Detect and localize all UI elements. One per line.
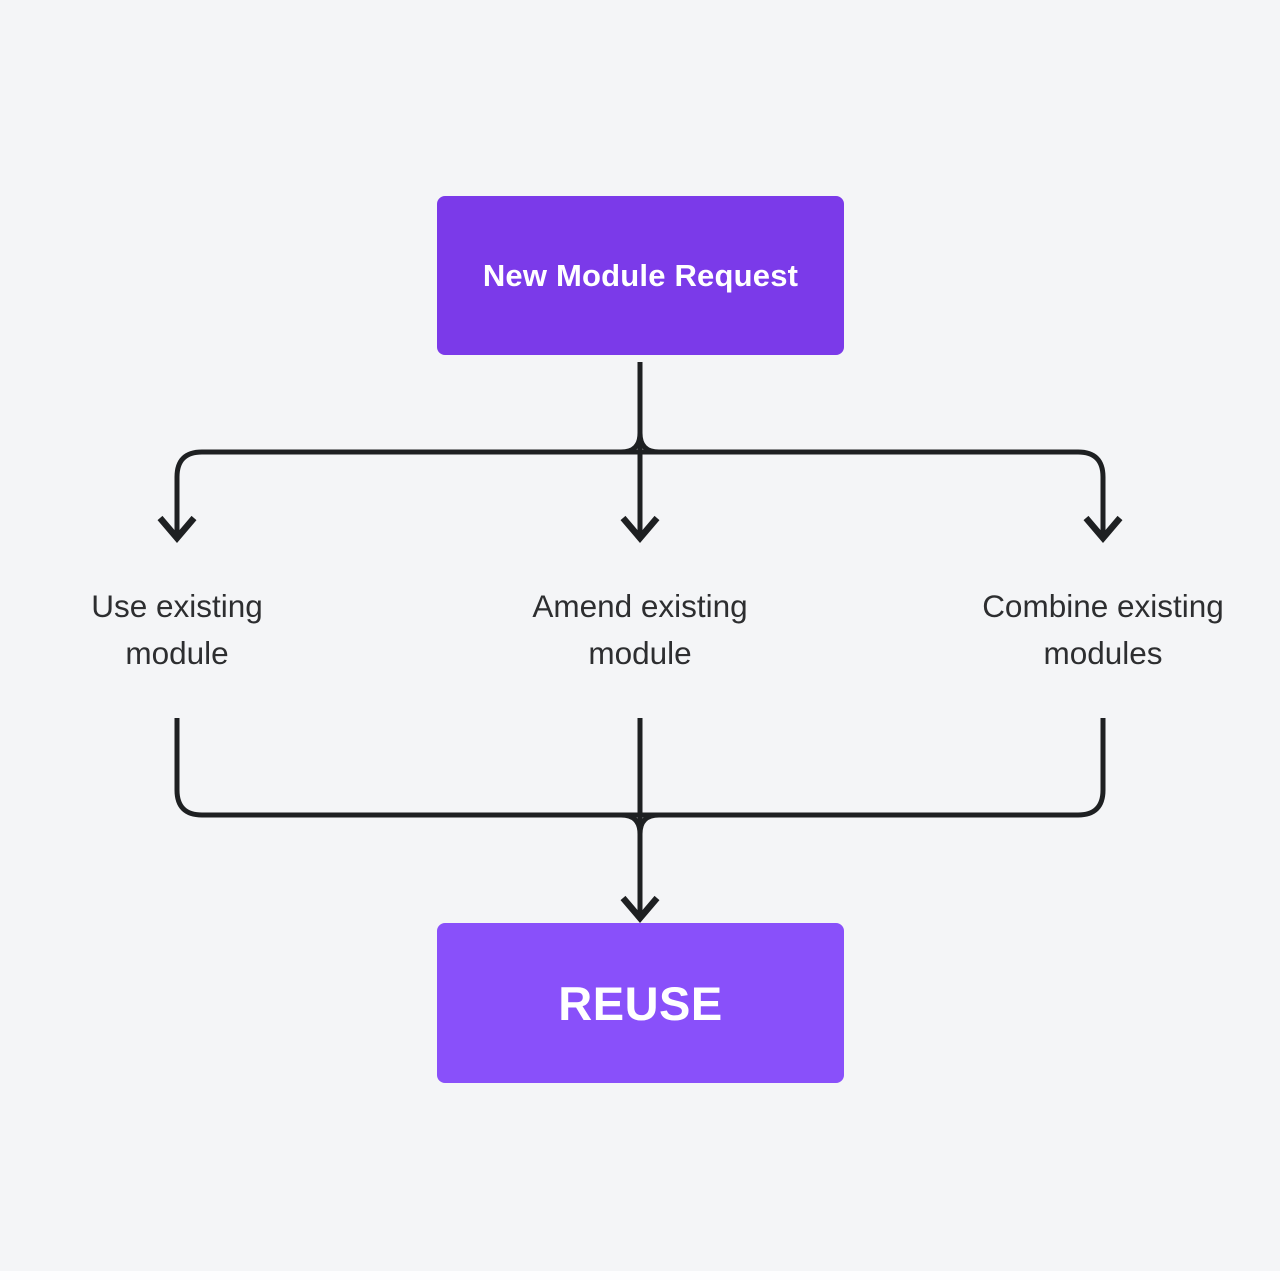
- bottom-edge-strip: [0, 1271, 1280, 1280]
- branch-label-line: modules: [1043, 635, 1163, 671]
- branch-label-amend-existing-module: Amend existing module: [480, 583, 800, 677]
- branch-label-line: Combine existing: [982, 588, 1224, 624]
- arrow-down-icon-result: [620, 895, 660, 924]
- branch-label-use-existing-module: Use existing module: [17, 583, 337, 677]
- branch-label-line: Amend existing: [532, 588, 748, 624]
- branch-label-combine-existing-modules: Combine existing modules: [943, 583, 1263, 677]
- merge-fillet-left: [620, 812, 643, 835]
- arrow-down-icon-right: [1083, 515, 1123, 544]
- result-node-reuse: REUSE: [437, 923, 844, 1083]
- merge-fillet-right: [637, 812, 660, 835]
- result-node-label: REUSE: [558, 976, 723, 1030]
- arrow-down-icon-left: [157, 515, 197, 544]
- root-node-label: New Module Request: [482, 257, 799, 293]
- root-node-new-module-request: New Module Request: [437, 196, 844, 355]
- branch-label-line: module: [125, 635, 229, 671]
- branch-split-connector: [174, 449, 1106, 534]
- split-fillet-right: [637, 432, 660, 455]
- split-fillet-left: [620, 432, 643, 455]
- arrow-down-icon-center: [620, 515, 660, 544]
- branch-label-line: module: [588, 635, 692, 671]
- branch-label-line: Use existing: [91, 588, 263, 624]
